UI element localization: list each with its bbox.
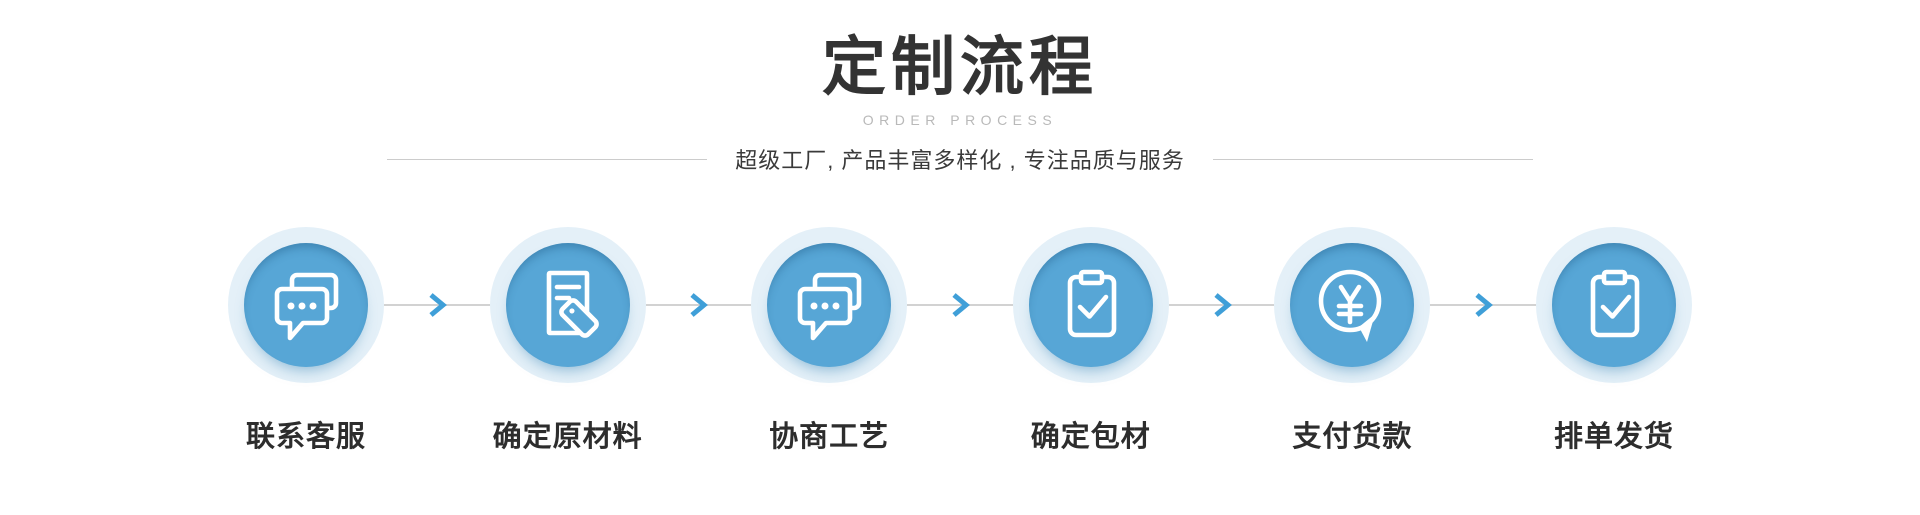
clipboard-check-icon [1028, 243, 1153, 368]
step-connector [1430, 293, 1536, 318]
clipboard-check-icon [1551, 243, 1676, 368]
tagline-row: 超级工厂, 产品丰富多样化 , 专注品质与服务 [0, 143, 1920, 175]
step-label: 支付货款 [1292, 421, 1413, 454]
chevron-right-icon [1475, 293, 1494, 318]
document-tag-icon [505, 243, 630, 368]
page-title: 定制流程 [822, 31, 1098, 103]
step-label: 联系客服 [245, 421, 366, 454]
money-bubble-icon [1290, 243, 1415, 368]
chevron-right-icon [690, 293, 709, 318]
step-6-circle [1535, 227, 1692, 384]
step-5-circle [1274, 227, 1431, 384]
step-label: 排单发货 [1553, 421, 1674, 454]
chevron-right-icon [429, 293, 447, 318]
step-1-circle [228, 227, 384, 384]
chevron-right-icon [1213, 293, 1232, 318]
step-4-circle [1012, 227, 1169, 384]
step-label: 确定原材料 [492, 421, 643, 454]
chat-bubbles-icon [767, 243, 892, 368]
tagline-right-rule [1212, 158, 1533, 160]
step-2-circle [489, 227, 646, 384]
section-header: 定制流程 ORDER PROCESS 超级工厂, 产品丰富多样化 , 专注品质与… [0, 31, 1920, 175]
step-label: 确定包材 [1030, 421, 1151, 454]
step-connector [384, 293, 490, 318]
tagline-left-rule [387, 158, 708, 160]
step-3-circle [751, 227, 908, 384]
chevron-right-icon [952, 293, 970, 318]
step-connector [1168, 293, 1275, 318]
tagline-text: 超级工厂, 产品丰富多样化 , 专注品质与服务 [735, 148, 1185, 174]
chat-bubbles-icon [244, 243, 368, 368]
step-connector [907, 293, 1013, 318]
process-steps: 联系客服 确定原材料 协商工艺 确定包材 支付货款 排单发货 [228, 227, 1692, 455]
page-subtitle: ORDER PROCESS [862, 112, 1058, 129]
step-connector [645, 293, 752, 318]
step-label: 协商工艺 [769, 421, 890, 454]
